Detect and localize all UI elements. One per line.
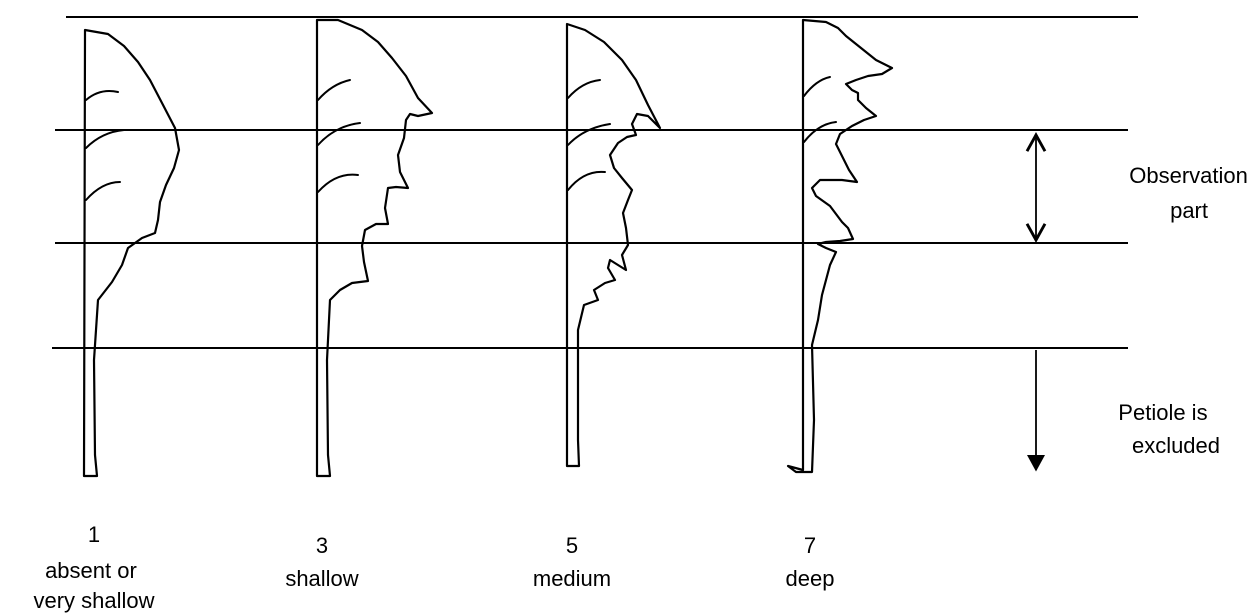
leaf-3-label: shallow [285,566,358,591]
leaf-1-drawing [82,28,181,478]
leaf-1-score: 1 [88,522,100,547]
observation-part-label: Observation part [1129,163,1254,223]
leaf-7-drawing [786,18,894,474]
observation-part-line-2: part [1170,198,1208,223]
observation-part-line-1: Observation [1129,163,1248,188]
petiole-excluded-label: Petiole is excluded [1118,400,1220,458]
petiole-excluded-line-1: Petiole is [1118,400,1207,425]
petiole-excluded-line-2: excluded [1132,433,1220,458]
leaf-5-score: 5 [566,533,578,558]
leaf-7-label: deep [786,566,835,591]
leaf-7-score: 7 [804,533,816,558]
leaf-1-label: absent or very shallow [33,558,154,613]
leaf-3-drawing [315,18,434,478]
leaf-3-score: 3 [316,533,328,558]
leaf-5-drawing [565,22,662,468]
leaf-5-label: medium [533,566,611,591]
